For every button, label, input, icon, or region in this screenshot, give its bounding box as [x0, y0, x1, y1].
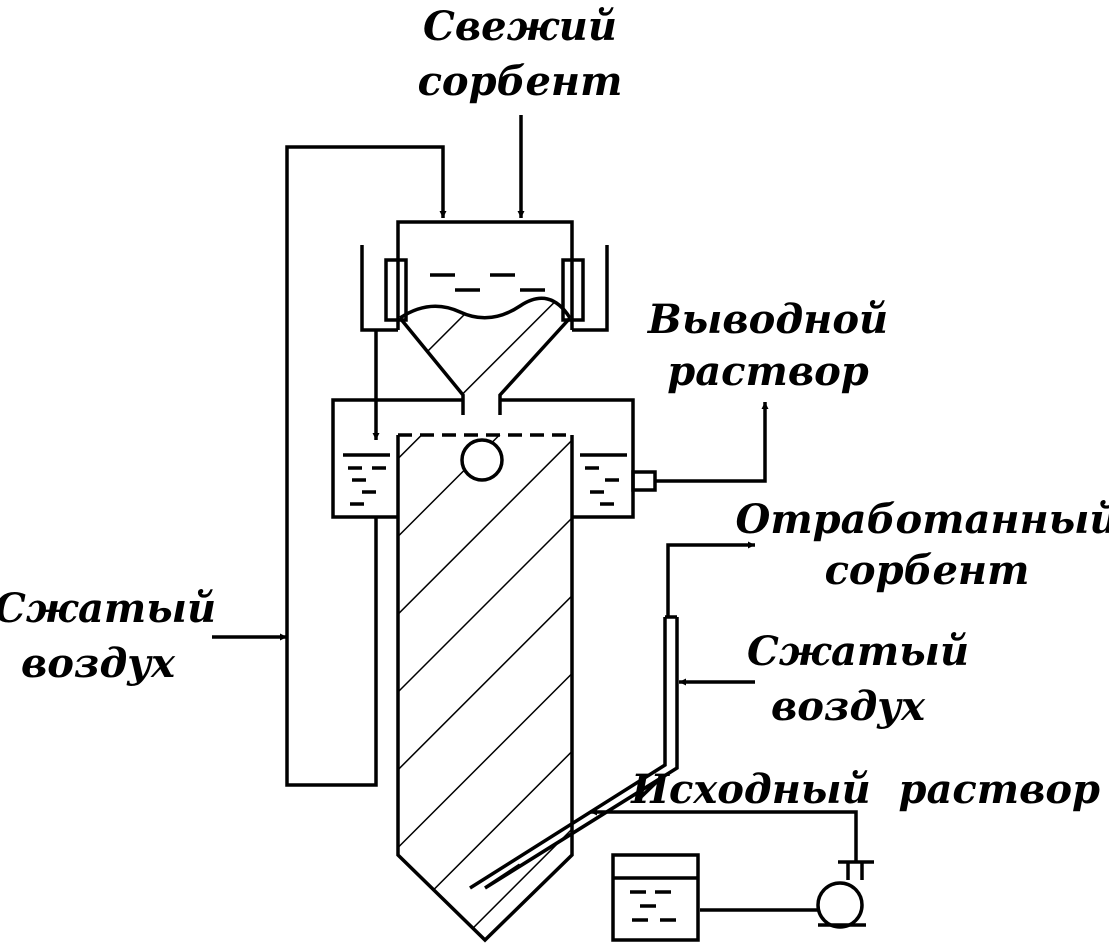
- svg-text:Выводной: Выводной: [647, 296, 888, 343]
- label-source-solution: Исходный раствор: [630, 766, 1100, 813]
- source-solution-line: [590, 808, 874, 880]
- label-output-solution: Выводной раствор: [647, 296, 888, 395]
- air-loop-left: [212, 145, 447, 787]
- label-compressed-air-right: Сжатый воздух: [747, 628, 969, 730]
- pump: [700, 881, 866, 929]
- label-fresh-sorbent: Свежий сорбент: [418, 3, 623, 105]
- svg-text:воздух: воздух: [771, 683, 926, 730]
- source-tank: [611, 853, 700, 942]
- svg-text:Сжатый: Сжатый: [747, 628, 969, 675]
- outlet-solution-line: [655, 402, 769, 483]
- svg-text:раствор: раствор: [667, 348, 869, 395]
- left-overflow-tank: [331, 398, 462, 519]
- label-spent-sorbent: Отработанный сорбент: [736, 496, 1109, 594]
- label-compressed-air-left: Сжатый воздух: [0, 585, 216, 687]
- svg-text:сорбент: сорбент: [825, 547, 1030, 594]
- top-hopper: [360, 220, 609, 415]
- svg-text:Свежий: Свежий: [423, 3, 617, 50]
- airlift-pipe: [469, 541, 755, 890]
- svg-text:воздух: воздух: [21, 640, 176, 687]
- ball-valve: [460, 438, 504, 482]
- sorbent-column: [396, 433, 574, 943]
- svg-text:Сжатый: Сжатый: [0, 585, 216, 632]
- svg-text:Отработанный: Отработанный: [736, 496, 1109, 543]
- svg-text:сорбент: сорбент: [418, 58, 623, 105]
